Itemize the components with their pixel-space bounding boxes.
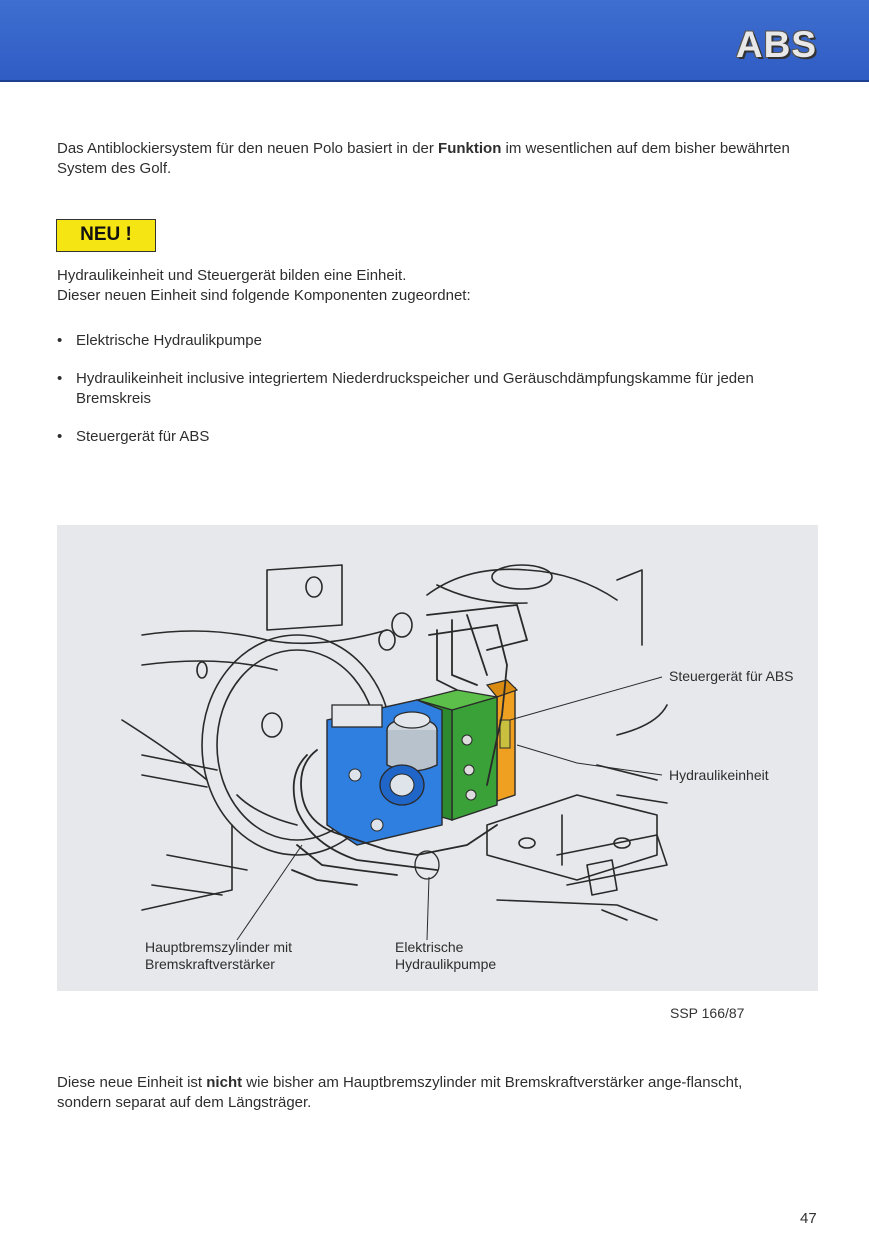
list-item: • Elektrische Hydraulikpumpe bbox=[57, 331, 817, 351]
component-list: • Elektrische Hydraulikpumpe • Hydraulikei… bbox=[57, 331, 817, 465]
closing-paragraph: Diese neue Einheit ist nicht wie bisher … bbox=[57, 1073, 797, 1113]
label-master-cylinder-line2: Bremskraftverstärker bbox=[145, 956, 275, 972]
label-pump-line1: Elektrische bbox=[395, 939, 464, 955]
abs-unit-illustration: Steuergerät für ABS Hydraulikeinheit Hau… bbox=[57, 525, 818, 991]
engine-bay-drawing bbox=[121, 564, 668, 941]
list-item: • Steuergerät für ABS bbox=[57, 427, 817, 447]
intro-paragraph: Das Antiblockiersystem für den neuen Pol… bbox=[57, 139, 797, 179]
new-badge: NEU ! bbox=[56, 219, 156, 252]
list-item: • Hydraulikeinheit inclusive integriertem… bbox=[57, 369, 776, 409]
intro-text-2: im wesentlichen auf dem bisher bewährten… bbox=[57, 140, 790, 177]
para2-line1: Hydraulikeinheit und Steuergerät bilden … bbox=[57, 267, 407, 284]
list-item-text: Elektrische Hydraulikpumpe bbox=[76, 332, 262, 349]
label-master-cylinder-line1: Hauptbremszylinder mit bbox=[145, 939, 293, 955]
list-item-text: Hydraulikeinheit inclusive integriertem … bbox=[76, 370, 754, 407]
intro-bold: Funktion bbox=[438, 140, 502, 157]
page-number: 47 bbox=[800, 1210, 817, 1227]
bracket-plate bbox=[266, 564, 343, 631]
label-master-cylinder: Hauptbremszylinder mit Bremskraftverstär… bbox=[145, 939, 292, 973]
bullet-icon: • bbox=[57, 428, 63, 445]
bullet-icon: • bbox=[57, 332, 63, 349]
leader-line-master-cylinder bbox=[236, 844, 303, 941]
para3-text-1: Diese neue Einheit ist bbox=[57, 1074, 207, 1091]
leader-line-control-unit bbox=[509, 676, 663, 721]
page-title: ABS bbox=[735, 24, 817, 65]
components-intro: Hydraulikeinheit und Steuergerät bilden … bbox=[57, 266, 797, 306]
para3-text-2: wie bisher am Hauptbremszylinder mit Bre… bbox=[57, 1074, 743, 1111]
label-pump: Elektrische Hydraulikpumpe bbox=[395, 939, 496, 973]
bullet-icon: • bbox=[57, 370, 63, 387]
figure-caption: SSP 166/87 bbox=[670, 1005, 745, 1021]
intro-text-1: Das Antiblockiersystem für den neuen Pol… bbox=[57, 140, 439, 157]
label-control-unit: Steuergerät für ABS bbox=[669, 668, 794, 684]
label-hydraulic-unit: Hydraulikeinheit bbox=[669, 767, 769, 783]
leader-line-hydraulic-unit bbox=[516, 744, 663, 776]
list-item-text: Steuergerät für ABS bbox=[76, 428, 210, 445]
leader-line-pump bbox=[426, 876, 430, 941]
electric-hydraulic-pump bbox=[326, 699, 443, 880]
header-bar: ABS bbox=[0, 0, 869, 82]
label-pump-line2: Hydraulikpumpe bbox=[395, 956, 497, 972]
para3-bold: nicht bbox=[206, 1074, 243, 1091]
brake-line bbox=[436, 629, 458, 691]
para2-line2: Dieser neuen Einheit sind folgende Kompo… bbox=[57, 287, 471, 304]
